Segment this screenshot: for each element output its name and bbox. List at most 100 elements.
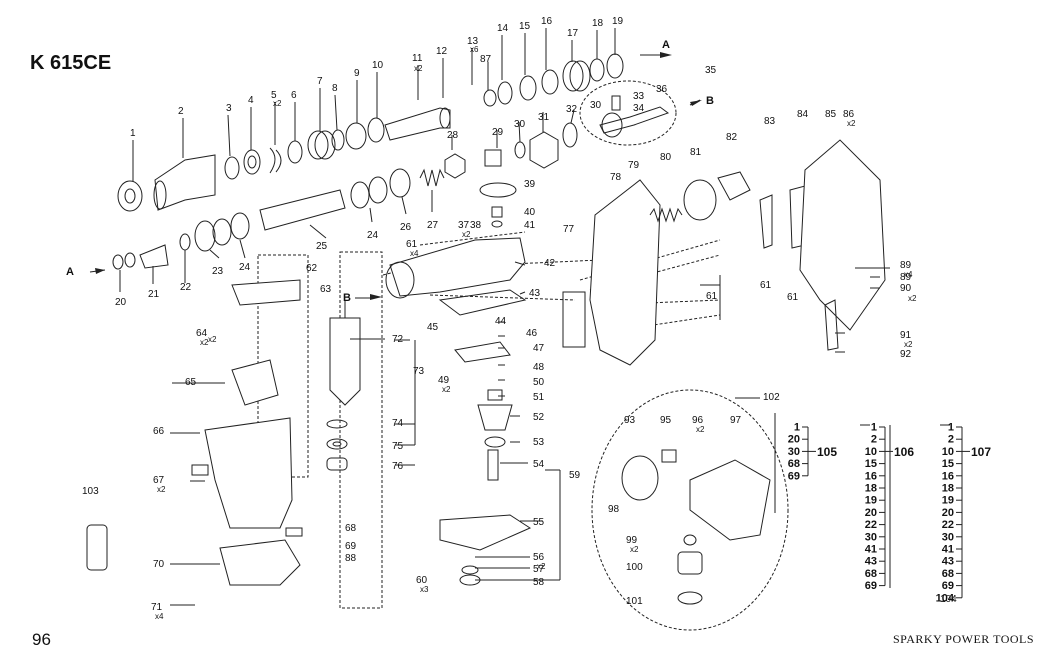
callout-64: 64 bbox=[196, 328, 208, 339]
callout-33: 33 bbox=[633, 91, 645, 102]
kit-part-number: 68 bbox=[865, 568, 877, 580]
part-80-drawing bbox=[649, 207, 683, 223]
kit-part-number: 69 bbox=[788, 470, 800, 482]
part-19-drawing bbox=[606, 53, 624, 79]
callout-57: 57 bbox=[533, 564, 545, 575]
callout-7: 7 bbox=[317, 76, 323, 87]
callout-59: 59 bbox=[569, 470, 581, 481]
callout-70: 70 bbox=[153, 559, 165, 570]
callout-31: 31 bbox=[538, 112, 550, 123]
callout-46: 46 bbox=[526, 328, 538, 339]
kit-part-number: 16 bbox=[942, 470, 954, 482]
arrow-label: A bbox=[662, 39, 670, 51]
arrows bbox=[95, 52, 702, 300]
callout-82: 82 bbox=[726, 132, 738, 143]
callout-30: 30 bbox=[590, 100, 602, 111]
part-51-drawing bbox=[487, 389, 503, 401]
callout-77: 77 bbox=[563, 224, 575, 235]
callout-24: 24 bbox=[239, 262, 251, 273]
part-12-drawing bbox=[384, 107, 451, 141]
kit-part-number: 69 bbox=[942, 580, 954, 592]
callout-48: 48 bbox=[533, 362, 545, 373]
callout-54: 54 bbox=[533, 459, 545, 470]
part-27-drawing bbox=[419, 168, 445, 187]
callout-88: 88 bbox=[345, 553, 357, 564]
arrow-label: B bbox=[343, 292, 351, 304]
dashed-line bbox=[429, 294, 576, 301]
part-63-drawing bbox=[231, 279, 301, 306]
part-25-drawing bbox=[259, 189, 346, 231]
callout-102: 102 bbox=[763, 392, 780, 403]
kit-id-107: 107 bbox=[971, 445, 991, 459]
part-4-drawing bbox=[243, 149, 261, 175]
callout-93: 93 bbox=[624, 415, 636, 426]
kit-part-number: 15 bbox=[865, 458, 877, 470]
callout-90: 90 bbox=[900, 283, 912, 294]
callout-14: 14 bbox=[497, 23, 509, 34]
dashed-line bbox=[489, 259, 601, 266]
part-23-drawing bbox=[194, 220, 216, 252]
part-30-drawing bbox=[514, 141, 526, 159]
part-18-drawing bbox=[589, 58, 605, 82]
part-75-drawing bbox=[326, 457, 348, 471]
kit-part-number: 20 bbox=[788, 434, 800, 446]
callout-9: 9 bbox=[354, 68, 360, 79]
kit-part-number: 15 bbox=[942, 458, 954, 470]
callout-30: 30 bbox=[514, 119, 526, 130]
callout-61: 61 bbox=[760, 280, 772, 291]
part-5-drawing bbox=[269, 147, 282, 174]
callout-61: 61 bbox=[787, 292, 799, 303]
part-55-drawing bbox=[439, 514, 532, 551]
callout-quantity: x2 bbox=[414, 64, 423, 73]
callout-86: 86 bbox=[843, 109, 855, 120]
callout-22: 22 bbox=[180, 282, 192, 293]
callout-quantity: x2 bbox=[847, 119, 856, 128]
part-101-drawing bbox=[677, 551, 703, 575]
callout-5: 5 bbox=[271, 90, 277, 101]
part-31-drawing bbox=[529, 131, 559, 169]
kit-id-106: 106 bbox=[894, 445, 914, 459]
part-40-drawing bbox=[491, 206, 503, 218]
part-28-drawing bbox=[444, 153, 466, 179]
callout-quantity: x2 bbox=[908, 294, 917, 303]
kit-part-number: 41 bbox=[865, 544, 877, 556]
kit-part-number: 2 bbox=[871, 434, 877, 446]
callout-32: 32 bbox=[566, 104, 578, 115]
callout-98: 98 bbox=[608, 504, 620, 515]
callout-53: 53 bbox=[533, 437, 545, 448]
callout-37: 37 bbox=[458, 220, 470, 231]
kit-part-number: 30 bbox=[788, 446, 800, 458]
callout-29: 29 bbox=[492, 127, 504, 138]
callout-91: 91 bbox=[900, 330, 912, 341]
callout-103: 103 bbox=[82, 486, 99, 497]
kit-part-number: 43 bbox=[865, 556, 877, 568]
callout-45: 45 bbox=[427, 322, 439, 333]
part-54-drawing bbox=[487, 449, 499, 481]
callout-quantity: x2 bbox=[462, 230, 471, 239]
callout-27: 27 bbox=[427, 220, 439, 231]
part-16-drawing bbox=[541, 69, 559, 95]
part-96-drawing bbox=[661, 449, 677, 463]
leader-line bbox=[498, 261, 528, 464]
part-6-drawing bbox=[287, 140, 303, 164]
callout-quantity: x4 bbox=[410, 249, 419, 258]
callout-65: 65 bbox=[185, 377, 197, 388]
part-42-drawing bbox=[385, 237, 526, 299]
callout-quantity: x2 bbox=[208, 335, 217, 344]
part-17-drawing bbox=[562, 60, 591, 92]
callout-25: 25 bbox=[316, 241, 328, 252]
part-74-drawing bbox=[326, 438, 348, 450]
callout-12: 12 bbox=[436, 46, 448, 57]
part-15-drawing bbox=[519, 75, 537, 101]
callout-74: 74 bbox=[392, 418, 404, 429]
callout-quantity: x2 bbox=[200, 338, 209, 347]
part-9-drawing bbox=[345, 122, 367, 150]
callout-quantity: x2 bbox=[442, 385, 451, 394]
callout-100: 100 bbox=[626, 562, 643, 573]
part-73-drawing bbox=[326, 419, 348, 429]
callout-99: 99 bbox=[626, 535, 638, 546]
callout-76: 76 bbox=[392, 461, 404, 472]
callout-36: 36 bbox=[656, 84, 668, 95]
callout-83: 83 bbox=[764, 116, 776, 127]
part-39-drawing bbox=[479, 182, 517, 198]
